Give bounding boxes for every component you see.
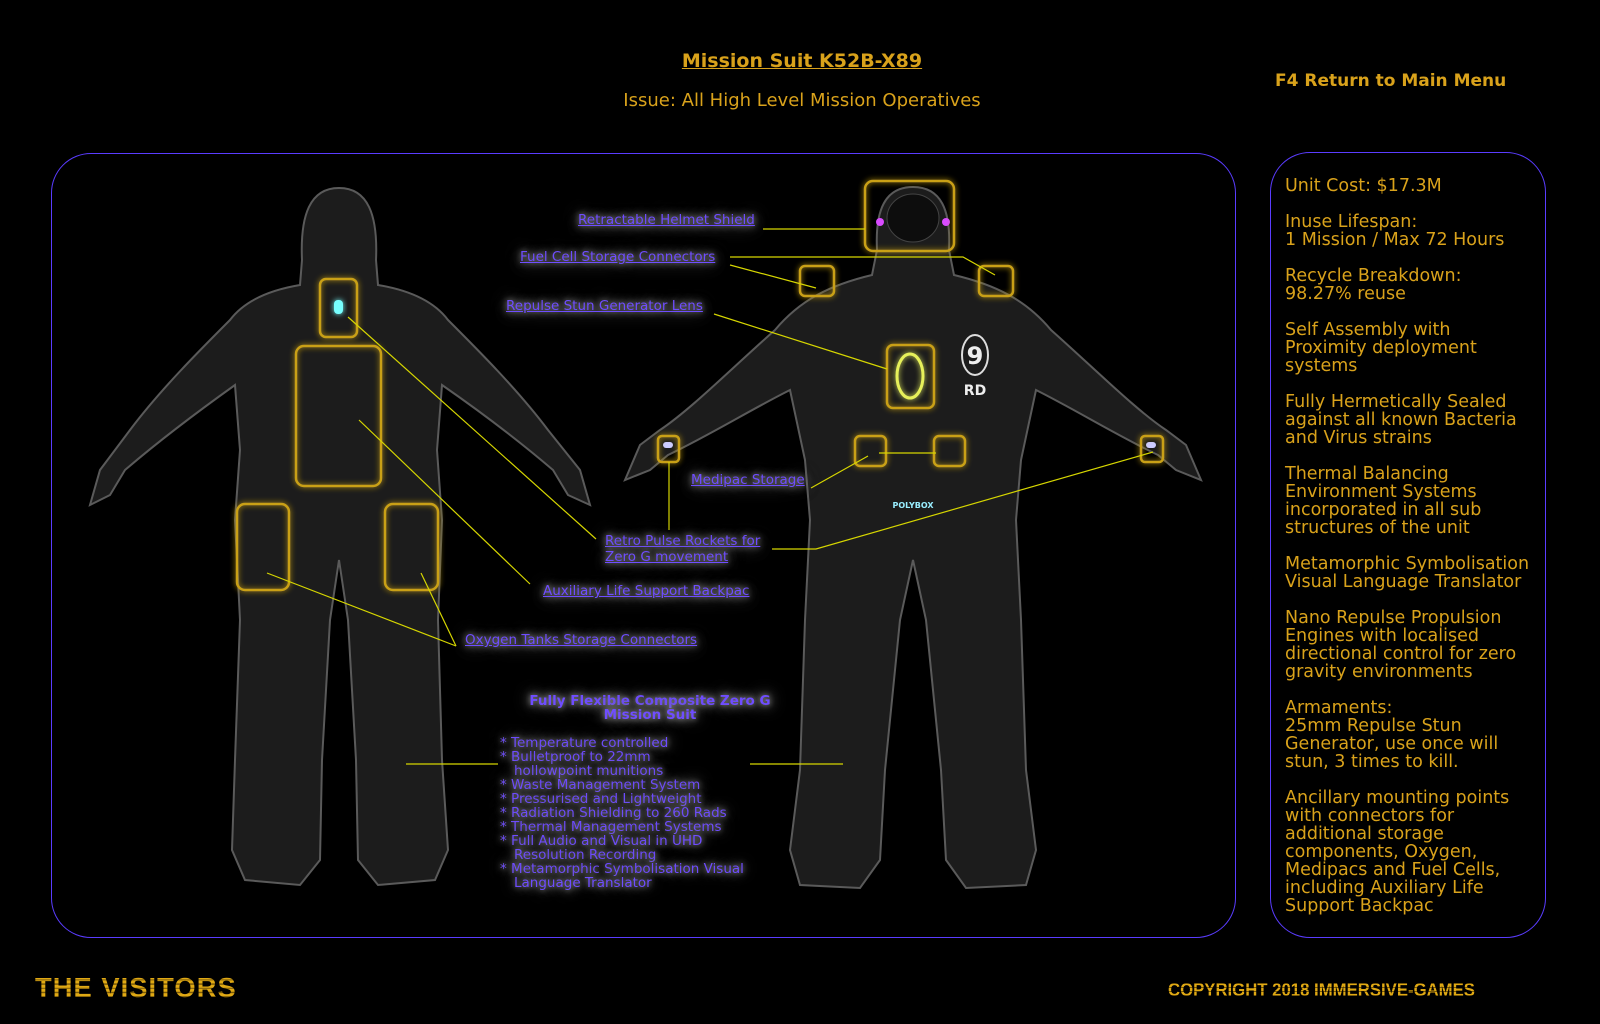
suit-brand: POLYBOX (892, 501, 934, 510)
highlight-medipac-right (932, 434, 967, 468)
feature-item: Waste Management System (500, 778, 800, 792)
suit-number-badge (961, 334, 989, 376)
spec-mounting: Ancillary mounting points with connector… (1285, 788, 1510, 916)
callout-line-medipac (810, 455, 869, 489)
highlight-fuel-cell-right (977, 264, 1015, 298)
highlight-spine-rocket (318, 277, 359, 339)
page-subtitle: Issue: All High Level Mission Operatives (623, 90, 981, 111)
callout-line-oxygen-right (420, 572, 457, 647)
feature-item: Bulletproof to 22mm hollowpoint munition… (500, 750, 664, 778)
features-heading: Fully Flexible Composite Zero G Mission … (529, 693, 771, 723)
suit-back-view (88, 186, 592, 887)
spec-lifespan: Inuse Lifespan: 1 Mission / Max 72 Hours (1285, 212, 1505, 250)
feature-item: Pressurised and Lightweight (500, 792, 800, 806)
spec-hermetic: Fully Hermetically Sealed against all kn… (1285, 392, 1517, 448)
suit-front-view (623, 185, 1203, 890)
spec-unit-cost: Unit Cost: $17.3M (1285, 176, 1442, 196)
callout-helmet-shield[interactable]: Retractable Helmet Shield (578, 212, 755, 228)
feature-item: Radiation Shielding to 260 Rads (500, 806, 800, 820)
wrist-light-icon (1146, 442, 1156, 448)
callout-line-retro-spine (347, 316, 597, 540)
highlight-fuel-cell-left (798, 264, 836, 298)
spec-recycle: Recycle Breakdown: 98.27% reuse (1285, 266, 1462, 304)
callout-retro-pulse-line2: Zero G movement (605, 549, 729, 565)
feature-item: Temperature controlled (500, 736, 800, 750)
spec-self-assembly: Self Assembly with Proximity deployment … (1285, 320, 1477, 376)
suit-features: Fully Flexible Composite Zero G Mission … (500, 694, 800, 890)
feature-item: Full Audio and Visual in UHD Resolution … (500, 834, 729, 862)
callout-fuel-cell[interactable]: Fuel Cell Storage Connectors (520, 249, 716, 265)
helmet-light-icon (942, 218, 950, 226)
highlight-oxygen-right (383, 502, 440, 592)
feature-item: Metamorphic Symbolisation Visual Languag… (500, 862, 772, 890)
callout-line-fuel-right (730, 256, 996, 276)
spec-armaments: Armaments: 25mm Repulse Stun Generator, … (1285, 698, 1499, 772)
callout-repulse-lens[interactable]: Repulse Stun Generator Lens (506, 298, 703, 314)
highlight-medipac-left (853, 434, 888, 468)
callout-line-lens (713, 313, 888, 370)
callout-aux-life-support[interactable]: Auxiliary Life Support Backpac (543, 583, 750, 599)
game-logo: THE VISITORS (35, 972, 237, 1004)
highlight-helmet (863, 179, 956, 253)
callout-retro-pulse-line1: Retro Pulse Rockets for (605, 533, 761, 549)
suit-number: 9 (967, 342, 984, 370)
highlight-oxygen-left (235, 502, 291, 592)
spec-thermal: Thermal Balancing Environment Systems in… (1285, 464, 1482, 538)
page-title: Mission Suit K52B-X89 (681, 50, 923, 72)
spec-translator: Metamorphic Symbolisation Visual Languag… (1285, 554, 1530, 592)
suit-letters: RD (964, 383, 986, 399)
return-to-main-menu-button[interactable]: F4 Return to Main Menu (1275, 71, 1507, 91)
feature-item: Thermal Management Systems (500, 820, 800, 834)
callout-line-oxygen-left (266, 572, 457, 647)
callout-line-fuel-left (729, 264, 817, 289)
callout-oxygen-tanks[interactable]: Oxygen Tanks Storage Connectors (465, 632, 698, 648)
suit-diagram-panel (51, 153, 1236, 938)
callout-line-backpac (358, 419, 531, 585)
helmet-light-icon (876, 218, 884, 226)
spine-light-icon (334, 300, 343, 314)
copyright-text: COPYRIGHT 2018 IMMERSIVE-GAMES (1168, 980, 1475, 1000)
features-list: Temperature controlled Bulletproof to 22… (500, 736, 800, 890)
highlight-backpac (294, 344, 383, 488)
highlight-repulse-lens (885, 343, 936, 410)
specs-panel: Unit Cost: $17.3M Inuse Lifespan: 1 Miss… (1270, 152, 1546, 938)
wrist-light-icon (663, 442, 673, 448)
spec-propulsion: Nano Repulse Propulsion Engines with loc… (1285, 608, 1517, 682)
callout-medipac[interactable]: Medipac Storage (691, 472, 805, 488)
helmet-visor (886, 193, 940, 243)
callout-line-retro-wrist-right (772, 451, 1154, 550)
highlight-wrist-right (1139, 434, 1165, 464)
repulse-lens-icon (895, 352, 925, 400)
